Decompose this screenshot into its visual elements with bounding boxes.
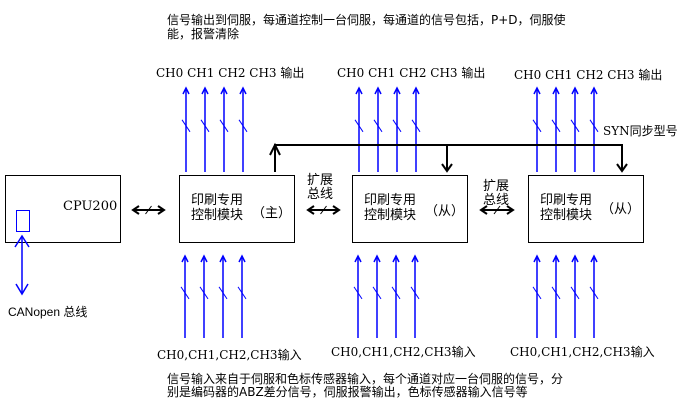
module-2-output-ch1-arrow-head <box>552 86 560 95</box>
expansion-bus-link-2-slash <box>493 205 501 215</box>
module-2-output-ch2-arrow-head <box>571 86 579 95</box>
master-module-name-line1: 印刷专用 <box>191 193 244 208</box>
module-2-input-ch1-arrow-break-mark <box>551 286 561 300</box>
module-0-output-ch0-arrow-head <box>182 86 190 95</box>
module-1-output-label: CH0 CH1 CH2 CH3 输出 <box>337 66 486 80</box>
module-0-output-ch2-arrow-head <box>220 86 228 95</box>
cpu200-module[interactable]: CPU200 <box>5 175 121 243</box>
module-1-input-ch1-arrow-break-mark <box>372 286 382 300</box>
canopen-bus-label: CANopen 总线 <box>8 305 88 319</box>
module-2-input-label: CH0,CH1,CH2,CH3输入 <box>510 345 655 359</box>
slave2-module-role: （从） <box>601 202 641 217</box>
canopen-port <box>16 210 30 232</box>
expansion-bus-link-2-right-head <box>506 205 515 215</box>
module-1-output-ch1-arrow-head <box>374 86 382 95</box>
expansion-bus-label-1-line2: 总线 <box>307 187 334 202</box>
module-2-output-label: CH0 CH1 CH2 CH3 输出 <box>514 68 663 82</box>
module-0-output-ch1-arrow-head <box>201 86 209 95</box>
module-2-input-ch0-arrow-head <box>533 254 541 263</box>
module-1-input-ch3-arrow-break-mark <box>410 286 420 300</box>
slave1-module-name-line2: 控制模块 <box>364 208 417 223</box>
master-control-module[interactable]: 印刷专用 控制模块 （主） <box>179 175 295 243</box>
module-0-input-ch0-arrow-break-mark <box>180 286 190 300</box>
module-0-input-ch3-arrow-break-mark <box>237 286 247 300</box>
module-0-output-ch3-arrow-break-mark <box>238 119 248 133</box>
module-0-output-ch1-arrow-break-mark <box>200 119 210 133</box>
sync-signal-line <box>274 144 623 172</box>
module-1-output-ch3-arrow-break-mark <box>411 119 421 133</box>
module-1-output-ch0-arrow-head <box>355 86 363 95</box>
expansion-bus-link-2-left-head <box>479 205 488 215</box>
module-0-input-ch2-arrow-break-mark <box>218 286 228 300</box>
module-0-input-ch1-arrow-break-mark <box>199 286 209 300</box>
cpu-to-master-link-left-head <box>131 205 140 215</box>
module-1-output-ch3-arrow-head <box>412 86 420 95</box>
module-0-output-ch2-arrow-break-mark <box>219 119 229 133</box>
module-1-output-ch0-arrow-break-mark <box>354 119 364 133</box>
module-2-output-ch0-arrow-head <box>533 86 541 95</box>
sync-arrow-up-master <box>269 142 281 156</box>
sync-signal-label: SYN同步型号 <box>603 124 678 138</box>
expansion-bus-label-2-line1: 扩展 <box>483 179 510 194</box>
module-1-input-ch2-arrow-break-mark <box>391 286 401 300</box>
module-2-input-ch2-arrow-break-mark <box>570 286 580 300</box>
canopen-arrow-up <box>14 234 30 248</box>
expansion-bus-label-1-line1: 扩展 <box>307 173 334 188</box>
module-0-input-ch0-arrow-head <box>181 254 189 263</box>
module-1-input-ch1-arrow-head <box>373 254 381 263</box>
slave1-module-name-line1: 印刷专用 <box>364 193 417 208</box>
module-1-output-ch2-arrow-break-mark <box>392 119 402 133</box>
input-description-line1: 信号输入来自于伺服和色标传感器输入，每个通道对应一台伺服的信号，分 <box>167 372 564 386</box>
expansion-bus-link-1-right-head <box>332 205 341 215</box>
module-1-input-ch0-arrow-head <box>354 254 362 263</box>
module-0-output-label: CH0 CH1 CH2 CH3 输出 <box>156 66 305 80</box>
module-2-output-ch3-arrow-break-mark <box>589 119 599 133</box>
module-0-input-label: CH0,CH1,CH2,CH3输入 <box>157 348 302 362</box>
module-0-input-ch3-arrow-head <box>238 254 246 263</box>
output-description-line2: 能，报警清除 <box>167 27 240 41</box>
module-1-output-ch2-arrow-head <box>393 86 401 95</box>
module-2-input-ch2-arrow-head <box>571 254 579 263</box>
module-2-output-ch2-arrow-break-mark <box>570 119 580 133</box>
module-2-output-ch3-arrow-head <box>590 86 598 95</box>
module-2-input-ch3-arrow-head <box>590 254 598 263</box>
module-1-input-ch0-arrow-break-mark <box>353 286 363 300</box>
master-module-name-line2: 控制模块 <box>191 208 244 223</box>
expansion-bus-link-1-slash <box>320 205 327 215</box>
slave-control-module-1[interactable]: 印刷专用 控制模块 （从） <box>352 175 468 243</box>
sync-arrow-down-slave2 <box>616 163 628 173</box>
slave2-module-name-line2: 控制模块 <box>540 208 593 223</box>
module-1-output-ch1-arrow-break-mark <box>373 119 383 133</box>
cpu-to-master-link-slash <box>145 205 152 215</box>
module-1-input-ch2-arrow-head <box>392 254 400 263</box>
expansion-bus-label-2-line2: 总线 <box>483 193 510 208</box>
input-description-line2: 别是编码器的ABZ差分信号，伺服报警输出，色标传感器输入信号等 <box>167 385 528 399</box>
expansion-bus-link-1-left-head <box>306 205 315 215</box>
slave-control-module-2[interactable]: 印刷专用 控制模块 （从） <box>528 175 644 243</box>
module-2-input-ch3-arrow-break-mark <box>589 286 599 300</box>
output-description-line1: 信号输出到伺服，每通道控制一台伺服，每通道的信号包括，P+D，伺服使 <box>167 13 566 27</box>
cpu200-label: CPU200 <box>63 199 118 214</box>
module-2-output-ch0-arrow-break-mark <box>532 119 542 133</box>
module-1-input-label: CH0,CH1,CH2,CH3输入 <box>331 345 476 359</box>
module-2-input-ch0-arrow-break-mark <box>532 286 542 300</box>
module-0-input-ch2-arrow-head <box>219 254 227 263</box>
slave1-module-role: （从） <box>425 204 465 219</box>
module-0-output-ch3-arrow-head <box>239 86 247 95</box>
master-module-role: （主） <box>252 206 292 221</box>
module-2-output-ch1-arrow-break-mark <box>551 119 561 133</box>
canopen-arrow-down <box>15 283 29 296</box>
module-0-output-ch0-arrow-break-mark <box>181 119 191 133</box>
module-2-input-ch1-arrow-head <box>552 254 560 263</box>
sync-arrow-down-slave1 <box>441 163 453 173</box>
cpu-to-master-link-right-head <box>157 205 166 215</box>
slave2-module-name-line1: 印刷专用 <box>540 193 593 208</box>
module-0-input-ch1-arrow-head <box>200 254 208 263</box>
module-1-input-ch3-arrow-head <box>411 254 419 263</box>
